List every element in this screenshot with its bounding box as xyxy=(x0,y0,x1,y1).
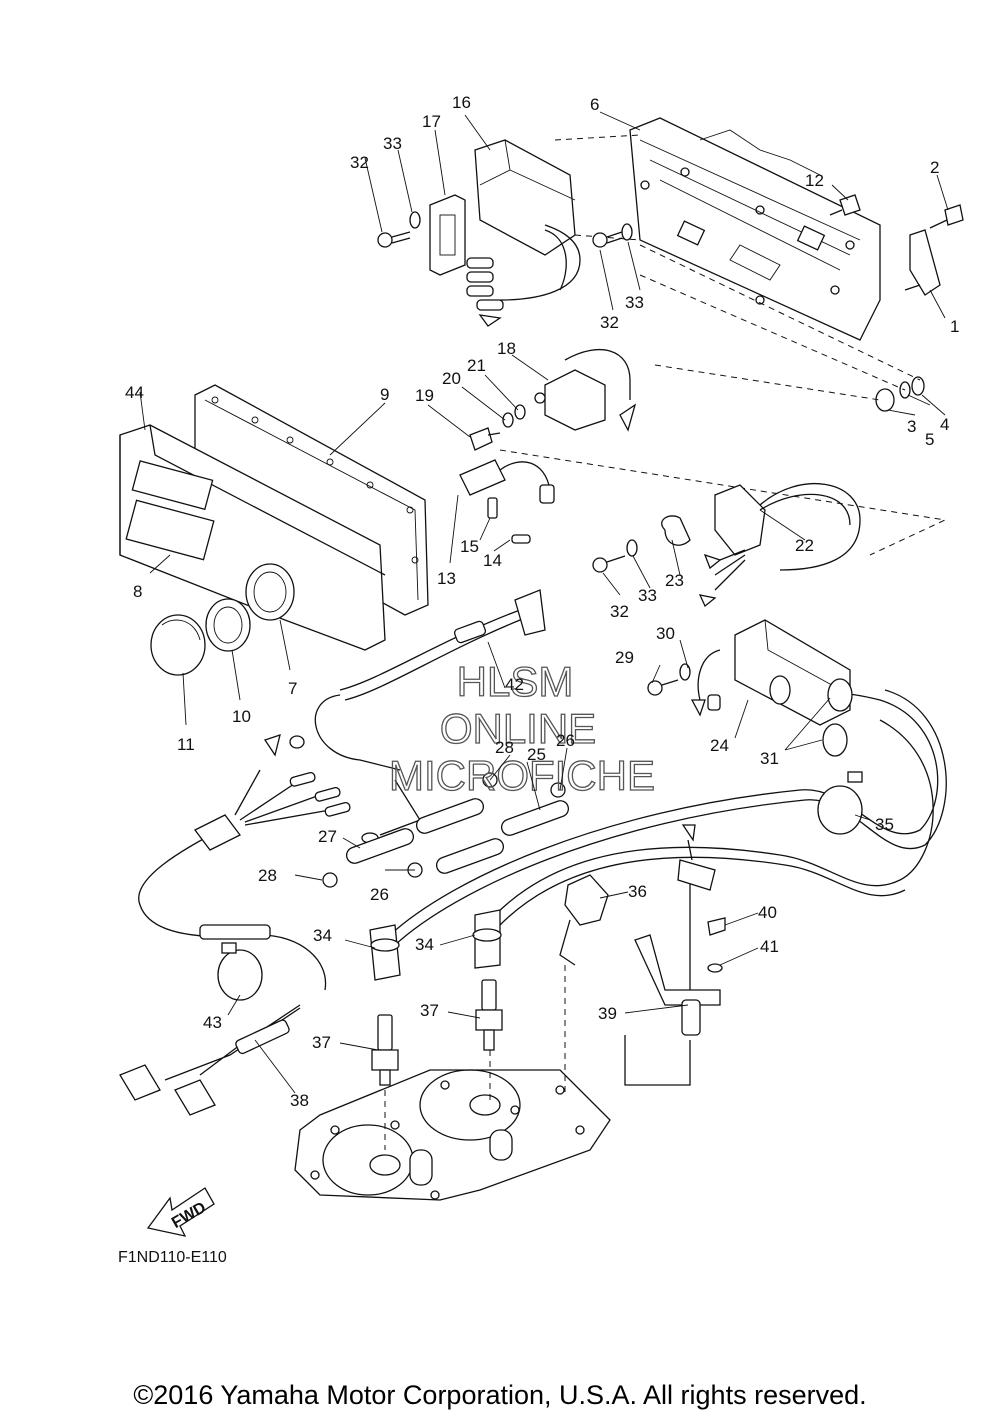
electrical-cover-8 xyxy=(119,424,386,651)
diagram-code: F1ND110-E110 xyxy=(118,1249,227,1266)
spark-plug-37-left xyxy=(371,1014,399,1086)
callout-8: 8 xyxy=(133,582,142,601)
callout-43: 43 xyxy=(203,1013,222,1032)
screw-32-top xyxy=(377,211,421,248)
callout-35: 35 xyxy=(875,815,894,834)
callout-17: 17 xyxy=(422,112,441,131)
grommets-31 xyxy=(822,678,853,757)
cap-11 xyxy=(150,614,206,676)
callout-28-top: 28 xyxy=(495,738,514,757)
callout-31: 31 xyxy=(760,749,779,768)
callout-6: 6 xyxy=(590,95,599,114)
leader-lines xyxy=(139,111,949,1094)
callout-1: 1 xyxy=(950,317,959,336)
tubes-25-27 xyxy=(345,798,570,874)
ignition-coil-24 xyxy=(690,619,851,726)
callout-42: 42 xyxy=(505,675,524,694)
callout-18: 18 xyxy=(497,339,516,358)
high-tension-cords xyxy=(389,689,947,946)
callout-39: 39 xyxy=(598,1004,617,1023)
callout-32-bottom: 32 xyxy=(610,602,629,621)
starter-relay-18 xyxy=(534,348,637,432)
callout-27: 27 xyxy=(318,827,337,846)
cdi-unit-16 xyxy=(466,139,581,327)
wire-harness xyxy=(119,734,351,1116)
callout-24: 24 xyxy=(710,736,729,755)
callout-30: 30 xyxy=(656,624,675,643)
callout-34-right: 34 xyxy=(415,935,434,954)
fwd-arrow-icon: FWD xyxy=(146,1187,215,1237)
callout-32-mid: 32 xyxy=(600,313,619,332)
band-43 xyxy=(217,942,263,1001)
watermark-line1: HLSM xyxy=(457,658,574,705)
callout-19: 19 xyxy=(415,386,434,405)
callout-40: 40 xyxy=(758,903,777,922)
washers-3-4-5 xyxy=(875,376,925,412)
callout-numbers: 1 2 3 4 5 6 7 8 9 10 11 12 13 14 15 16 1… xyxy=(125,93,959,1110)
callout-33-mid: 33 xyxy=(625,293,644,312)
callout-9: 9 xyxy=(380,385,389,404)
callout-14: 14 xyxy=(483,551,502,570)
bracket-36 xyxy=(559,874,609,966)
copyright-notice: ©2016 Yamaha Motor Corporation, U.S.A. A… xyxy=(133,1380,867,1410)
callout-32-top: 32 xyxy=(350,153,369,172)
callout-29: 29 xyxy=(615,648,634,667)
callout-34-left: 34 xyxy=(313,926,332,945)
callout-2: 2 xyxy=(930,158,939,177)
callout-13: 13 xyxy=(437,569,456,588)
callout-38: 38 xyxy=(290,1091,309,1110)
bolt-40-washer-41 xyxy=(707,917,726,973)
callout-22: 22 xyxy=(795,536,814,555)
plug-cap-34-right xyxy=(472,909,502,969)
callout-37-right: 37 xyxy=(420,1001,439,1020)
watermark-line3: MICROFICHE xyxy=(389,752,655,799)
callout-33-bottom: 33 xyxy=(638,586,657,605)
watermark-line2: ONLINE xyxy=(440,705,596,752)
callout-10: 10 xyxy=(232,707,251,726)
bracket-17 xyxy=(429,194,466,276)
electrical-box-plate-6 xyxy=(629,117,881,341)
callout-5: 5 xyxy=(925,430,934,449)
callout-20: 20 xyxy=(442,369,461,388)
bolt-2-clip-1 xyxy=(904,204,964,296)
screw-12 xyxy=(829,194,861,216)
callout-3: 3 xyxy=(907,417,916,436)
callout-15: 15 xyxy=(460,537,479,556)
plug-cap-34-left xyxy=(369,924,401,981)
callout-44: 44 xyxy=(125,383,144,402)
callout-11: 11 xyxy=(177,735,195,754)
spark-plug-37-right xyxy=(475,979,503,1051)
clamp-23 xyxy=(661,515,691,546)
callout-23: 23 xyxy=(665,571,684,590)
screw-29-washer-30 xyxy=(647,663,691,696)
callout-36: 36 xyxy=(628,882,647,901)
sensor-39 xyxy=(634,824,721,1036)
lead-22 xyxy=(698,483,861,608)
callout-26-top: 26 xyxy=(556,731,575,750)
screw-32-mid xyxy=(592,223,633,248)
callout-28-bottom: 28 xyxy=(258,866,277,885)
band-35 xyxy=(817,771,863,835)
callout-25: 25 xyxy=(527,745,546,764)
cylinder-head xyxy=(294,1069,611,1201)
callout-4: 4 xyxy=(940,415,949,434)
seal-10 xyxy=(205,598,251,652)
fuse-holder-13 xyxy=(459,459,555,544)
bolt-19-washers-20-21 xyxy=(469,404,526,451)
screw-32-lower-washer-33 xyxy=(592,539,638,573)
callout-21: 21 xyxy=(467,356,486,375)
callout-7: 7 xyxy=(288,679,297,698)
callout-41: 41 xyxy=(760,937,779,956)
callout-26-bottom: 26 xyxy=(370,885,389,904)
callout-16: 16 xyxy=(452,93,471,112)
callout-37-left: 37 xyxy=(312,1033,331,1052)
watermark: HLSM ONLINE MICROFICHE xyxy=(388,657,655,799)
callout-33-top: 33 xyxy=(383,134,402,153)
callout-12: 12 xyxy=(805,171,824,190)
